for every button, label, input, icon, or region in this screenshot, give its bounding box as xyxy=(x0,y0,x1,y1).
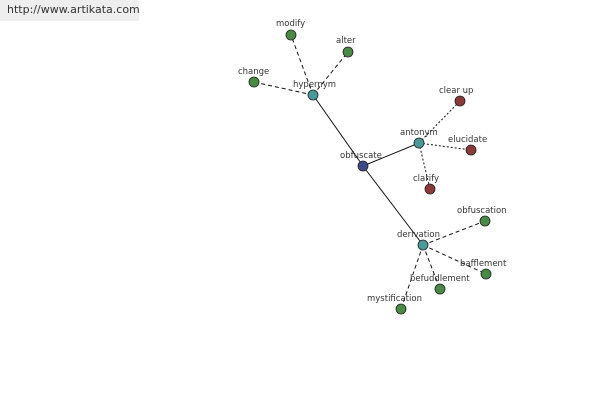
edge-hypernym-modify xyxy=(290,34,314,96)
node-marker-befuddlement[interactable] xyxy=(434,283,446,295)
node-marker-hypernym[interactable] xyxy=(307,89,319,101)
node-label-clarify[interactable]: clarify xyxy=(413,174,439,184)
node-marker-clear-up[interactable] xyxy=(454,95,466,107)
node-marker-elucidate[interactable] xyxy=(465,144,477,156)
nodes-layer: obfuscate hypernym antonym derivation modify… xyxy=(238,19,507,315)
graph-node-obfuscate[interactable]: obfuscate xyxy=(340,151,382,172)
node-label-alter[interactable]: alter xyxy=(336,36,356,46)
edge-obfuscate-hypernym xyxy=(312,94,364,167)
node-marker-bafflement[interactable] xyxy=(480,268,492,280)
source-url-text[interactable]: http://www.artikata.com xyxy=(7,3,139,16)
node-label-change[interactable]: change xyxy=(238,67,269,77)
node-label-antonym[interactable]: antonym xyxy=(400,128,438,138)
node-marker-mystification[interactable] xyxy=(395,303,407,315)
node-label-derivation[interactable]: derivation xyxy=(397,230,440,240)
edges-layer xyxy=(253,34,487,310)
node-label-befuddlement[interactable]: befuddlement xyxy=(410,274,470,284)
edge-obfuscate-derivation xyxy=(362,165,424,246)
graph-node-change[interactable]: change xyxy=(238,67,269,88)
node-label-clear-up[interactable]: clear up xyxy=(439,86,473,96)
node-label-bafflement[interactable]: bafflement xyxy=(460,259,507,269)
source-url-banner[interactable]: http://www.artikata.com xyxy=(0,0,139,21)
graph-node-modify[interactable]: modify xyxy=(276,19,305,41)
graph-node-antonym[interactable]: antonym xyxy=(400,128,438,149)
node-label-obfuscate[interactable]: obfuscate xyxy=(340,151,382,161)
node-label-mystification[interactable]: mystification xyxy=(367,294,422,304)
edge-derivation-befuddlement xyxy=(422,244,441,290)
edge-derivation-mystification xyxy=(400,244,424,310)
graph-node-elucidate[interactable]: elucidate xyxy=(448,135,487,156)
edge-antonym-clear-up xyxy=(418,100,461,144)
node-label-modify[interactable]: modify xyxy=(276,19,305,29)
node-marker-change[interactable] xyxy=(248,76,260,88)
graph-node-derivation[interactable]: derivation xyxy=(397,230,440,251)
node-marker-obfuscation[interactable] xyxy=(479,215,491,227)
node-label-obfuscation[interactable]: obfuscation xyxy=(457,206,507,216)
node-label-elucidate[interactable]: elucidate xyxy=(448,135,487,145)
graph-node-clarify[interactable]: clarify xyxy=(413,174,439,195)
node-marker-obfuscate[interactable] xyxy=(357,160,369,172)
edge-derivation-bafflement xyxy=(422,244,487,275)
graph-node-clear-up[interactable]: clear up xyxy=(439,86,473,107)
node-marker-clarify[interactable] xyxy=(424,183,436,195)
graph-node-befuddlement[interactable]: befuddlement xyxy=(410,274,470,295)
graph-node-obfuscation[interactable]: obfuscation xyxy=(457,206,507,227)
graph-node-bafflement[interactable]: bafflement xyxy=(460,259,507,280)
graph-node-alter[interactable]: alter xyxy=(336,36,356,58)
edge-hypernym-change xyxy=(253,81,314,96)
node-label-hypernym[interactable]: hypernym xyxy=(293,80,336,90)
node-marker-antonym[interactable] xyxy=(413,137,425,149)
edge-antonym-elucidate xyxy=(418,142,472,151)
node-marker-derivation[interactable] xyxy=(417,239,429,251)
edge-obfuscate-antonym xyxy=(362,142,420,167)
graph-node-hypernym[interactable]: hypernym xyxy=(293,80,336,101)
graph-node-mystification[interactable]: mystification xyxy=(367,294,422,315)
node-marker-alter[interactable] xyxy=(342,46,354,58)
edge-hypernym-alter xyxy=(312,51,349,96)
node-marker-modify[interactable] xyxy=(285,29,297,41)
